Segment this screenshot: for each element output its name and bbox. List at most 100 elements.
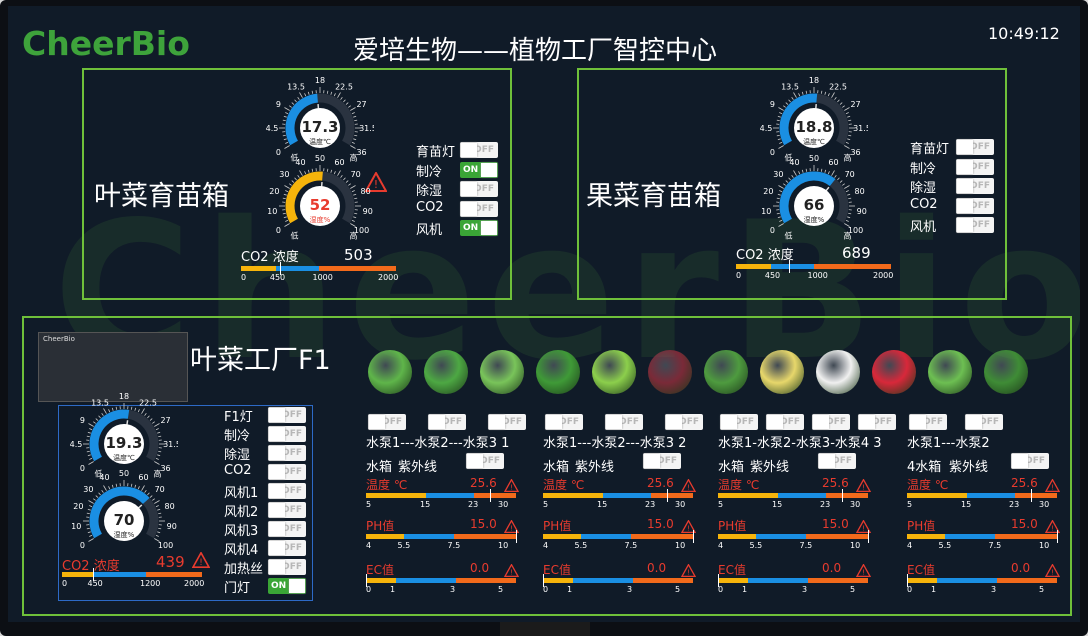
uv-toggle-1[interactable]: OFF	[643, 453, 681, 469]
warning-icon: !	[1044, 562, 1061, 581]
leafy-toggle-4[interactable]: ON	[460, 220, 498, 236]
tank-label: 水箱	[366, 460, 393, 475]
pump-labels: 水泵1---水泵2	[907, 436, 990, 451]
pump-toggle-2-2[interactable]: OFF	[812, 414, 850, 430]
warning-icon: !	[503, 518, 520, 537]
scale-tick: 23	[468, 500, 479, 509]
scale-tick: 5	[675, 585, 681, 594]
pump-toggle-1-1[interactable]: OFF	[605, 414, 643, 430]
ph-sensor-label: PH值	[543, 519, 572, 533]
gauge-tick-label: 60	[828, 158, 838, 167]
factory-toggle-9[interactable]: ON	[268, 578, 306, 594]
frisee-icon	[592, 350, 636, 394]
gauge-value: 52	[310, 196, 331, 214]
gauge-tick-label: 0	[276, 148, 281, 157]
pump-toggle-1-2[interactable]: OFF	[665, 414, 703, 430]
pump-toggle-2-3[interactable]: OFF	[858, 414, 896, 430]
factory-toggle-6[interactable]: OFF	[268, 521, 306, 537]
temp-scale-bar	[907, 493, 1057, 498]
factory-toggle-4[interactable]: OFF	[268, 483, 306, 499]
scale-tick: 5	[1039, 585, 1045, 594]
gauge-low-label: 低	[785, 231, 793, 241]
warning-icon: !	[1044, 477, 1061, 496]
gauge-unit: 温度℃	[803, 137, 825, 146]
factory-switch-label: 风机4	[224, 543, 259, 558]
scale-tick: 1200	[140, 579, 161, 588]
scale-marker	[366, 574, 367, 587]
gauge-tick-label: 90	[363, 207, 373, 216]
svg-text:!: !	[510, 523, 513, 532]
gauge-tick-label: 30	[773, 170, 783, 179]
uv-toggle-0[interactable]: OFF	[466, 453, 504, 469]
scale-marker	[279, 262, 281, 275]
ph-sensor-value: 15.0	[470, 517, 497, 531]
pump-toggle-1-0[interactable]: OFF	[545, 414, 583, 430]
factory-toggle-1[interactable]: OFF	[268, 426, 306, 442]
svg-text:!: !	[862, 523, 865, 532]
temp-sensor-value: 25.6	[1011, 476, 1038, 490]
scale-tick: 0	[718, 585, 724, 594]
pump-toggle-0-0[interactable]: OFF	[368, 414, 406, 430]
ec-sensor-value: 0.0	[470, 561, 490, 575]
scale-tick: 7.5	[447, 541, 461, 550]
leafy-toggle-3[interactable]: OFF	[460, 200, 498, 217]
gauge-high-label: 高	[349, 153, 357, 163]
uv-toggle-2[interactable]: OFF	[818, 453, 856, 469]
scale-tick: 1000	[312, 273, 333, 282]
leafy-switch-label: 制冷	[416, 164, 443, 180]
pump-toggle-2-0[interactable]: OFF	[720, 414, 758, 430]
gauge-tick-label: 100	[848, 226, 863, 235]
fruit-switch-label: 育苗灯	[910, 142, 950, 157]
scale-tick: 7.5	[988, 541, 1002, 550]
pump-toggle-2-1[interactable]: OFF	[766, 414, 804, 430]
pump-toggle-3-1[interactable]: OFF	[965, 414, 1003, 430]
arugula-icon	[984, 350, 1028, 394]
scale-tick: 2000	[873, 271, 894, 280]
gauge-value: 19.3	[105, 434, 142, 452]
pump-toggle-3-0[interactable]: OFF	[909, 414, 947, 430]
temp-sensor-value: 25.6	[470, 476, 497, 490]
gauge-low-label: 低	[291, 153, 299, 163]
leafy-toggle-0[interactable]: OFF	[460, 142, 498, 158]
factory-toggle-5[interactable]: OFF	[268, 502, 306, 518]
warning-icon: !	[855, 562, 872, 581]
fruit-toggle-2[interactable]: OFF	[956, 178, 994, 194]
gauge-tick-label: 30	[279, 170, 289, 179]
ec-sensor-value: 0.0	[1011, 561, 1031, 575]
factory-toggle-0[interactable]: OFF	[268, 407, 306, 423]
leafy-toggle-2[interactable]: OFF	[460, 181, 498, 197]
fruit-toggle-3[interactable]: OFF	[956, 197, 994, 214]
gauge-value: 70	[114, 511, 135, 529]
fruit-toggle-4[interactable]: OFF	[956, 217, 994, 233]
red-oakleaf-icon	[648, 350, 692, 394]
scale-tick: 15	[420, 500, 431, 509]
factory-toggle-3[interactable]: OFF	[268, 464, 306, 480]
gauge-value: 66	[804, 196, 825, 214]
factory-toggle-2[interactable]: OFF	[268, 445, 306, 461]
gauge-unit: 湿度%	[804, 215, 825, 224]
pump-toggle-0-1[interactable]: OFF	[428, 414, 466, 430]
factory-toggle-8[interactable]: OFF	[268, 559, 306, 575]
temp-scale-bar	[718, 493, 868, 498]
gauge-unit: 温度℃	[113, 453, 135, 462]
svg-text:!: !	[1051, 567, 1054, 576]
factory-toggle-7[interactable]: OFF	[268, 540, 306, 556]
uv-toggle-3[interactable]: OFF	[1011, 453, 1049, 469]
gauge-tick-label: 80	[165, 502, 175, 511]
radish-icon	[872, 350, 916, 394]
warning-icon: !	[503, 477, 520, 496]
scale-tick: 3	[802, 585, 808, 594]
leafy-toggle-1[interactable]: ON	[460, 161, 498, 178]
scale-tick: 0	[736, 271, 742, 280]
fruit-toggle-0[interactable]: OFF	[956, 139, 994, 155]
pump-toggle-0-2[interactable]: OFF	[488, 414, 526, 430]
gauge-tick-label: 50	[809, 154, 819, 163]
leafy-co2-label: CO2 浓度	[241, 250, 299, 265]
gauge-tick-label: 4.5	[760, 124, 772, 133]
svg-text:!: !	[862, 482, 865, 491]
fruit-toggle-1[interactable]: OFF	[956, 158, 994, 175]
scale-tick: 4	[366, 541, 372, 550]
gauge-high-label: 高	[843, 153, 851, 163]
